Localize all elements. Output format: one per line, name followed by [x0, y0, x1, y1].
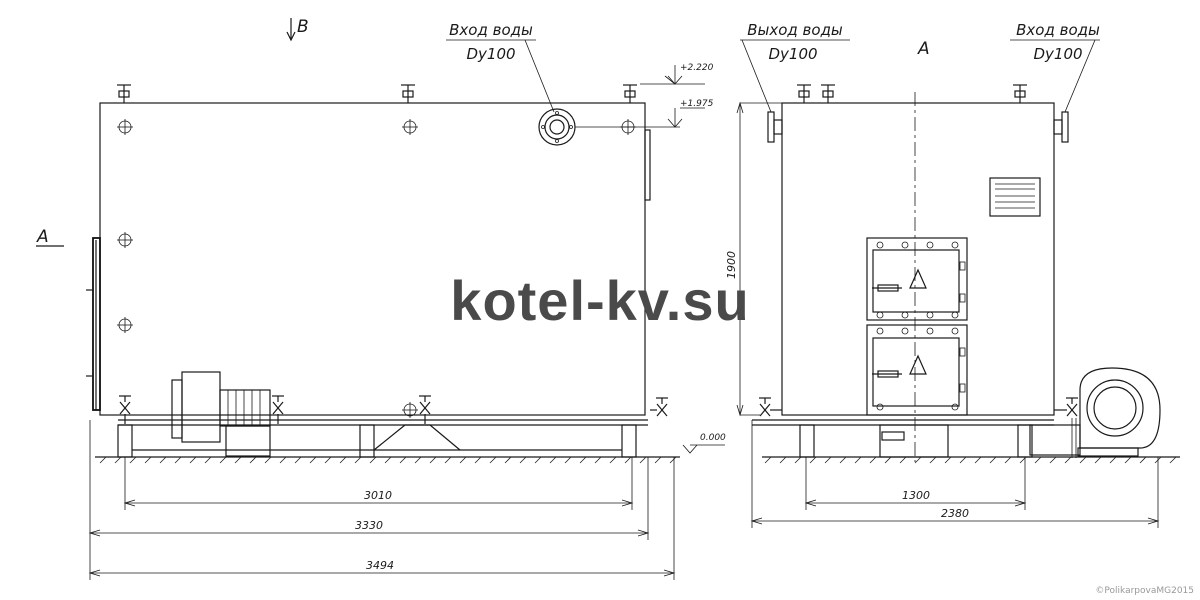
front-plate: [92, 237, 101, 411]
upper-door: [866, 237, 968, 321]
svg-text:А: А: [36, 227, 49, 247]
dim-3330: 3330: [355, 519, 383, 532]
inlet-label: Вход воды: [449, 21, 533, 39]
burner-fan-unit: [171, 371, 271, 457]
level-zero: 0.000: [700, 433, 726, 443]
view-a-top-marker: А: [917, 39, 930, 59]
inlet-dn-label: Dy100: [466, 45, 515, 63]
outlet-dn-label: Dy100: [768, 45, 817, 63]
ground-front: [762, 456, 1180, 464]
level-top: +2.220: [680, 63, 714, 73]
fan-housing: [1029, 367, 1161, 458]
side-dimensions: 3010 3330 3494: [88, 420, 676, 580]
svg-text:В: В: [297, 17, 309, 37]
level-nozzle: +1.975: [680, 99, 714, 109]
outlet-label: Выход воды: [747, 21, 843, 39]
side-frame: [117, 419, 648, 458]
dim-3494: 3494: [366, 559, 394, 572]
inlet-nozzle: [538, 108, 576, 146]
boiler-body-side: [99, 102, 646, 416]
front-frame: [752, 419, 1054, 458]
side-view: Вход воды Dy100 +2.220 +1.975 0.000 В: [36, 17, 726, 580]
nameplate: [989, 177, 1041, 217]
lower-door: [866, 324, 968, 416]
copyright-text: ©PolikarpovaMG2015: [1095, 586, 1194, 596]
dim-2380: 2380: [941, 507, 969, 520]
dim-3010: 3010: [364, 489, 392, 502]
level-marks: +2.220 +1.975 0.000: [575, 63, 726, 454]
dim-1300: 1300: [902, 489, 930, 502]
view-a-side-marker: А: [36, 227, 64, 247]
boiler-body-front: [781, 102, 1055, 416]
front-view: Выход воды Dy100 Вход воды Dy100 А: [725, 21, 1180, 528]
bottom-valves: [119, 395, 668, 424]
top-valves: [117, 84, 637, 103]
dim-1900: 1900: [725, 251, 738, 279]
front-dimensions: 1900 1300 2380: [725, 101, 1160, 528]
watermark-text: kotel-kv.su: [450, 269, 750, 332]
ground-side: [95, 456, 680, 464]
inlet2-label: Вход воды: [1016, 21, 1100, 39]
view-b-marker: В: [286, 17, 309, 42]
inlet2-dn-label: Dy100: [1033, 45, 1082, 63]
